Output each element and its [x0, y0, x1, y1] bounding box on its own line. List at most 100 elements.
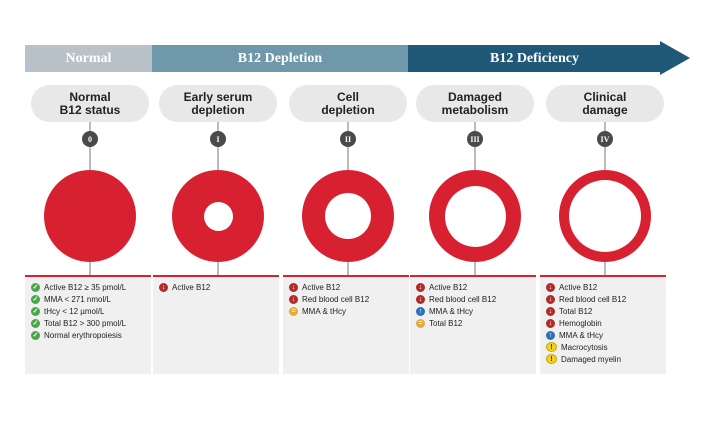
- b12-level-circle: [44, 170, 136, 262]
- marker-item: ↓Active B12: [153, 281, 279, 293]
- banner-depletion: B12 Depletion: [152, 45, 408, 72]
- arrow-down-icon: ↓: [416, 294, 425, 304]
- banner-deficiency-label: B12 Deficiency: [489, 50, 580, 66]
- stage-title-line2: damage: [582, 102, 628, 117]
- marker-text: Total B12: [429, 318, 463, 328]
- banner-deficiency: B12 Deficiency: [408, 45, 661, 72]
- connector-line: [89, 262, 91, 275]
- marker-text: Hemoglobin: [559, 318, 602, 328]
- marker-text: Active B12: [559, 282, 598, 292]
- stage-badge: IV: [597, 131, 613, 147]
- connector-line: [604, 262, 606, 275]
- b12-level-circle: [302, 170, 394, 262]
- circle-hole: [325, 193, 371, 239]
- check-icon: ✓: [31, 318, 40, 328]
- marker-text: Red blood cell B12: [559, 294, 627, 304]
- arrow-down-icon: ↓: [289, 294, 298, 304]
- warning-icon: !: [546, 342, 557, 352]
- marker-item: ↓Hemoglobin: [540, 317, 666, 329]
- marker-list: ↓ Active B12 ↓ Red blood cell B12=MMA & tHc…: [283, 275, 409, 374]
- marker-text: Active B12: [302, 282, 341, 292]
- banner-normal: Normal: [25, 45, 152, 72]
- marker-item: ↓ Active B12: [410, 281, 536, 293]
- marker-text: Active B12 ≥ 35 pmol/L: [44, 282, 127, 292]
- marker-list: ↓ Active B12↓Red blood cell B12↑ MMA & tHc…: [410, 275, 536, 374]
- marker-item: ↓ Active B12: [540, 281, 666, 293]
- marker-item: ↓Red blood cell B12: [410, 293, 536, 305]
- marker-item: ↑MMA & tHcy: [540, 329, 666, 341]
- connector-line: [474, 147, 476, 170]
- arrow-down-icon: ↓: [546, 294, 555, 304]
- stage-title-line2: depletion: [321, 102, 375, 117]
- marker-text: Active B12: [172, 282, 211, 292]
- check-icon: ✓: [31, 282, 40, 292]
- marker-item: ✓ Total B12 > 300 pmol/L: [25, 317, 151, 329]
- marker-item: !Damaged myelin: [540, 353, 666, 365]
- arrow-up-icon: ↑: [416, 306, 425, 316]
- banner-arrow-head: [660, 41, 690, 75]
- marker-list: ✓Active B12 ≥ 35 pmol/L✓MMA < 271 nmol/L…: [25, 275, 151, 374]
- stage-title-line2: B12 status: [59, 102, 121, 117]
- marker-list: ↓ Active B12 ↓ Red blood cell B12 ↓ Total B12…: [540, 275, 666, 374]
- connector-line: [474, 122, 476, 132]
- marker-item: ✓tHcy < 12 µmol/L: [25, 305, 151, 317]
- marker-item: ✓MMA < 271 nmol/L: [25, 293, 151, 305]
- stage-badge: II: [340, 131, 356, 147]
- marker-text: Normal erythropoiesis: [44, 330, 122, 340]
- marker-item: ↓ Total B12: [540, 305, 666, 317]
- stage-badge: III: [467, 131, 483, 147]
- arrow-down-icon: ↓: [289, 282, 298, 292]
- connector-line: [347, 122, 349, 132]
- marker-item: ↓ Red blood cell B12: [540, 293, 666, 305]
- marker-item: =MMA & tHcy: [283, 305, 409, 317]
- marker-text: Total B12 > 300 pmol/L: [44, 318, 127, 328]
- check-icon: ✓: [31, 330, 40, 340]
- marker-text: MMA & tHcy: [429, 306, 474, 316]
- marker-item: ✓ Normal erythropoiesis: [25, 329, 151, 341]
- arrow-down-icon: ↓: [546, 282, 555, 292]
- connector-line: [347, 262, 349, 275]
- equal-icon: =: [289, 306, 298, 316]
- marker-text: MMA & tHcy: [559, 330, 604, 340]
- marker-text: Active B12: [429, 282, 468, 292]
- b12-level-circle: [172, 170, 264, 262]
- connector-line: [217, 262, 219, 275]
- stage-title-line2: metabolism: [441, 102, 509, 117]
- stage-title-line1: Clinical: [583, 89, 627, 104]
- circle-hole: [444, 185, 506, 247]
- circle-hole: [569, 180, 641, 252]
- marker-item: ↑ MMA & tHcy: [410, 305, 536, 317]
- marker-text: MMA < 271 nmol/L: [44, 294, 111, 304]
- circle-hole: [203, 201, 233, 231]
- arrow-down-icon: ↓: [546, 306, 555, 316]
- equal-icon: =: [416, 318, 425, 328]
- connector-line: [347, 147, 349, 170]
- stage-title-line1: Early serum: [183, 89, 253, 104]
- stage-title-line1: Damaged: [447, 89, 503, 104]
- stage-title-line1: Cell: [336, 89, 359, 104]
- connector-line: [217, 147, 219, 170]
- marker-text: Total B12: [559, 306, 593, 316]
- stage-title-line2: depletion: [191, 102, 245, 117]
- connector-line: [604, 147, 606, 170]
- stage-title-line1: Normal: [69, 89, 111, 104]
- stage-badge: I: [210, 131, 226, 147]
- b12-level-circle: [559, 170, 651, 262]
- arrow-down-icon: ↓: [416, 282, 425, 292]
- connector-line: [474, 262, 476, 275]
- marker-item: = Total B12: [410, 317, 536, 329]
- connector-line: [217, 122, 219, 132]
- marker-item: ↓ Active B12: [283, 281, 409, 293]
- marker-item: ✓ Active B12 ≥ 35 pmol/L: [25, 281, 151, 293]
- marker-item: !Macrocytosis: [540, 341, 666, 353]
- marker-text: Red blood cell B12: [302, 294, 370, 304]
